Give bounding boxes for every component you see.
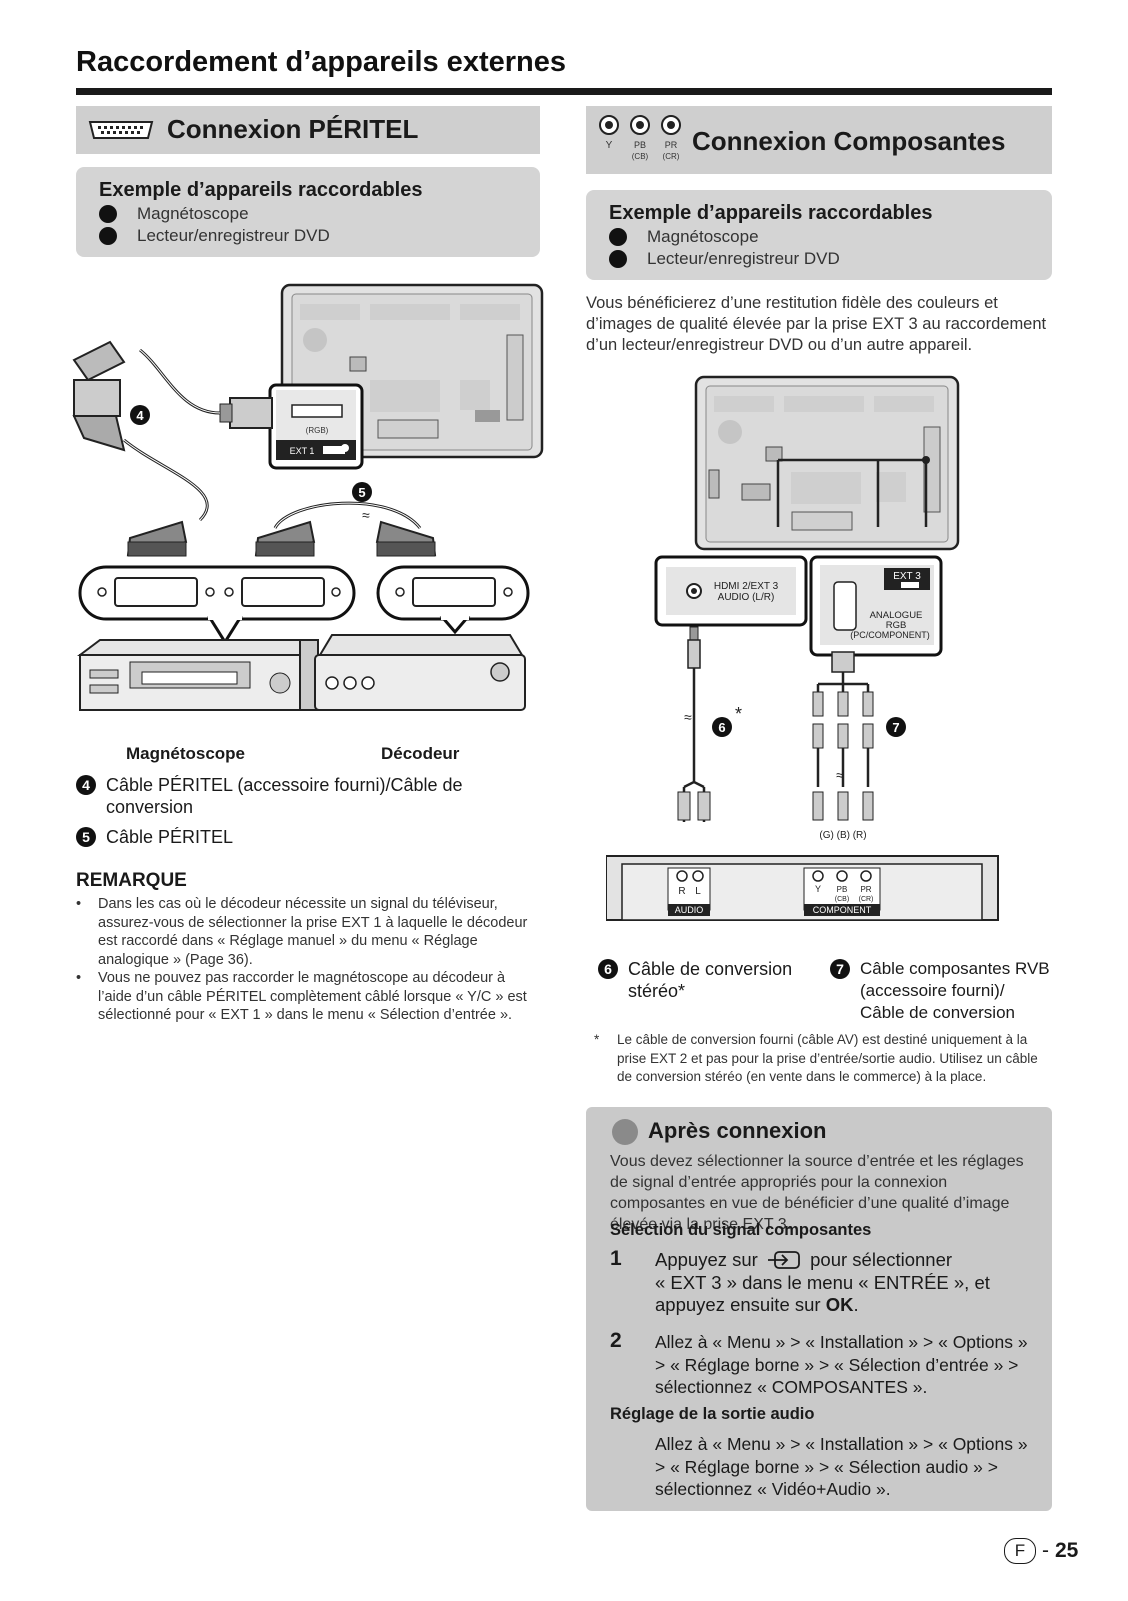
dvd-player-device: R L AUDIO Y PB PR (CB) (CR) COMPONENT — [606, 855, 999, 921]
title-rule — [76, 88, 1052, 95]
caption-number: 5 — [76, 827, 96, 847]
input-source-icon — [767, 1251, 800, 1269]
remark-list: Dans les cas où le décodeur nécessite un… — [76, 895, 536, 1025]
page-number: 25 — [1055, 1539, 1079, 1562]
svg-text:AUDIO (L/R): AUDIO (L/R) — [718, 592, 775, 603]
remark-item: Vous ne pouvez pas raccorder le magnétos… — [76, 969, 536, 1025]
page-dash: - — [1042, 1539, 1049, 1562]
callout-4-marker: 4 — [130, 405, 150, 425]
peritel-section-header: Connexion PÉRITEL — [76, 106, 540, 154]
subheading-signal: Sélection du signal composantes — [610, 1221, 872, 1239]
step-number: 1 — [610, 1247, 622, 1270]
list-item: Magnétoscope — [609, 226, 759, 248]
remark-item: Dans les cas où le décodeur nécessite un… — [76, 895, 536, 969]
svg-text:≈: ≈ — [362, 507, 370, 523]
language-badge: F — [1004, 1538, 1036, 1564]
svg-text:(PC/COMPONENT): (PC/COMPONENT) — [850, 630, 930, 640]
callout-6-marker: 6 * — [712, 704, 742, 737]
circle-bullet-icon — [612, 1119, 638, 1145]
gbr-labels: (G) (B) (R) — [819, 830, 866, 841]
svg-text:PR: PR — [860, 885, 871, 894]
footnote-mark: * — [594, 1032, 600, 1047]
vcr-label: Magnétoscope — [126, 744, 246, 763]
hdmi-audio-port-callout: HDMI 2/EXT 3 AUDIO (L/R) — [654, 555, 808, 627]
svg-text:ANALOGUE: ANALOGUE — [870, 610, 923, 621]
svg-text:6: 6 — [718, 720, 725, 735]
remark-title: REMARQUE — [76, 870, 187, 891]
list-item: Lecteur/enregistreur DVD — [99, 225, 330, 247]
svg-text:EXT 3: EXT 3 — [893, 571, 921, 582]
caption-number: 6 — [598, 959, 618, 979]
ext1-port-callout: (RGB) EXT 1 — [268, 383, 364, 470]
after-connection-box: Après connexion Vous devez sélectionner … — [586, 1107, 1052, 1511]
svg-text:(CR): (CR) — [859, 896, 874, 903]
ext3-rgb-port-callout: EXT 3 ANALOGUE RGB (PC/COMPONENT) — [809, 555, 943, 657]
peritel-example-box: Exemple d’appareils raccordables Magnéto… — [76, 167, 540, 257]
component-section-header: Y PB PR (CB) (CR) Connexion Composantes — [586, 106, 1052, 174]
step-number: 2 — [610, 1329, 622, 1352]
svg-text:COMPONENT: COMPONENT — [813, 905, 872, 915]
step-1: Appuyez sur pour sélectionner « EXT 3 » … — [655, 1249, 990, 1315]
component-jacks-icon: Y PB PR (CB) (CR) — [599, 115, 681, 161]
list-item: Magnétoscope — [99, 203, 249, 225]
step-2: Allez à « Menu » > « Installation » > « … — [655, 1332, 1028, 1397]
bullet-dot — [609, 228, 627, 246]
svg-text:≈: ≈ — [836, 767, 844, 783]
svg-text:PB: PB — [837, 885, 848, 894]
example-box-title: Exemple d’appareils raccordables — [609, 202, 933, 224]
svg-text:RGB: RGB — [886, 620, 907, 631]
svg-text:L: L — [695, 886, 701, 897]
subheading-audio: Réglage de la sortie audio — [610, 1405, 815, 1423]
callout-7-marker: 7 — [886, 717, 906, 737]
svg-text:5: 5 — [358, 485, 365, 500]
svg-text:AUDIO: AUDIO — [675, 905, 704, 915]
component-section-title: Connexion Composantes — [692, 126, 1006, 156]
svg-text:7: 7 — [892, 720, 899, 735]
bullet-dot — [99, 205, 117, 223]
page-footer: F - 25 — [1004, 1538, 1078, 1564]
footnote: Le câble de conversion fourni (câble AV)… — [617, 1032, 1038, 1084]
svg-text:*: * — [735, 704, 742, 724]
peritel-section-title: Connexion PÉRITEL — [167, 114, 419, 144]
callout-5-marker: 5 — [352, 482, 372, 502]
tv-back-panel — [694, 375, 960, 551]
scart-adapter — [72, 340, 126, 452]
svg-text:PR: PR — [665, 140, 678, 150]
after-connection-title: Après connexion — [648, 1118, 827, 1143]
component-connection-diagram: HDMI 2/EXT 3 AUDIO (L/R) EXT 3 ANALOGUE … — [606, 375, 999, 921]
rgb-label: (RGB) — [306, 426, 329, 435]
component-example-box: Exemple d’appareils raccordables Magnéto… — [586, 190, 1052, 280]
vcr-device — [77, 639, 319, 711]
svg-text:(CB): (CB) — [835, 896, 849, 903]
component-intro: Vous bénéficierez d’une restitution fidè… — [586, 294, 1047, 354]
caption-number: 4 — [76, 775, 96, 795]
bullet-dot — [609, 250, 627, 268]
svg-text:4: 4 — [136, 408, 144, 423]
caption-number: 7 — [830, 959, 850, 979]
svg-text:HDMI 2/EXT 3: HDMI 2/EXT 3 — [714, 581, 779, 592]
decoder-label: Décodeur — [381, 744, 460, 763]
svg-text:(CR): (CR) — [663, 152, 680, 161]
decoder-device — [314, 634, 526, 711]
svg-text:Y: Y — [606, 140, 613, 151]
list-item: Lecteur/enregistreur DVD — [609, 248, 840, 270]
svg-text:Y: Y — [815, 884, 821, 894]
step-3: Allez à « Menu » > « Installation » > « … — [655, 1434, 1028, 1499]
svg-text:PB: PB — [634, 140, 646, 150]
example-box-title: Exemple d’appareils raccordables — [99, 179, 423, 201]
ext1-label: EXT 1 — [290, 446, 315, 456]
peritel-connection-diagram: (RGB) EXT 1 4 ≈ 5 — [72, 283, 544, 711]
svg-text:≈: ≈ — [684, 709, 692, 725]
svg-text:R: R — [678, 886, 685, 897]
scart-connector-icon — [88, 121, 154, 139]
svg-text:(CB): (CB) — [632, 152, 649, 161]
page-title: Raccordement d’appareils externes — [76, 46, 566, 78]
bullet-dot — [99, 227, 117, 245]
after-connection-text: Vous devez sélectionner la source d’entr… — [610, 1153, 1024, 1233]
